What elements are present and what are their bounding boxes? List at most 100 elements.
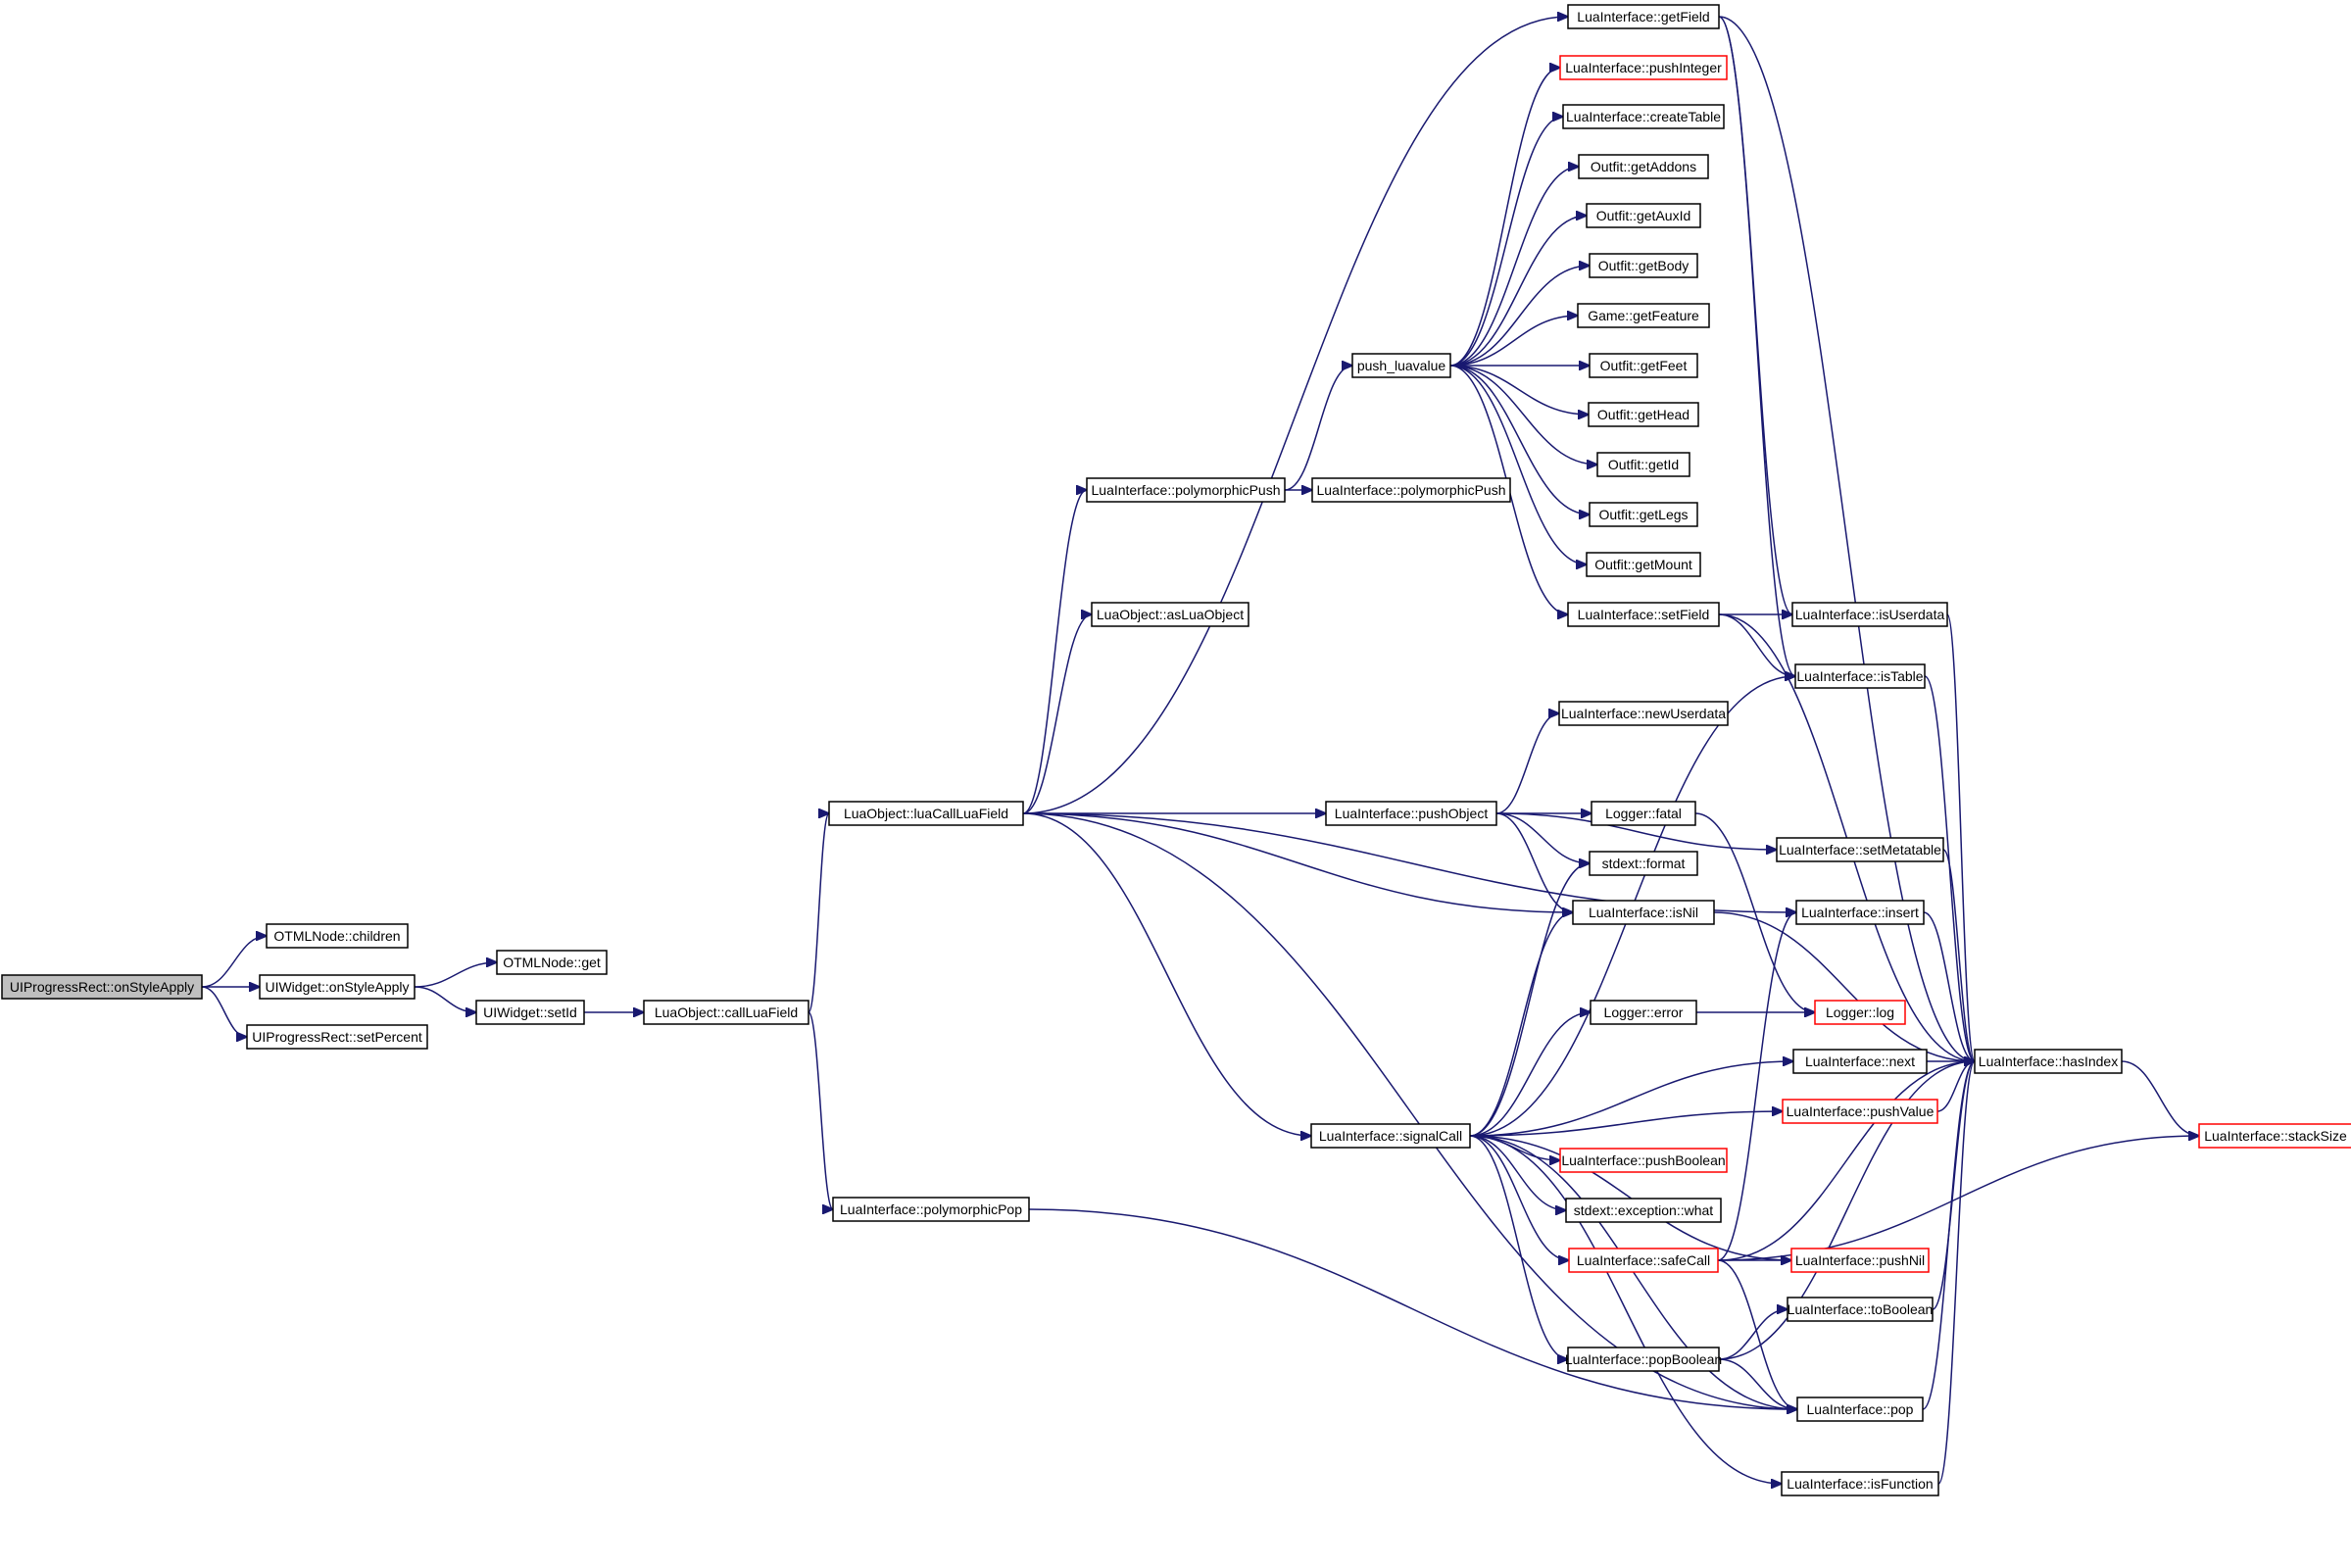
node-luainterface-isnil[interactable]: LuaInterface::isNil bbox=[1572, 900, 1715, 925]
node-outfit-getid[interactable]: Outfit::getId bbox=[1596, 452, 1690, 477]
node-luainterface-stacksize[interactable]: LuaInterface::stackSize bbox=[2198, 1123, 2351, 1149]
edge-n11-to-n28 bbox=[1495, 713, 1559, 814]
node-label: Outfit::getBody bbox=[1598, 258, 1690, 273]
node-uiprogressrect-setpercent[interactable]: UIProgressRect::setPercent bbox=[246, 1024, 428, 1050]
node-uiwidget-onstyleapply[interactable]: UIWidget::onStyleApply bbox=[259, 974, 416, 1000]
node-luainterface-pushboolean[interactable]: LuaInterface::pushBoolean bbox=[1559, 1148, 1728, 1173]
node-box bbox=[1562, 104, 1725, 129]
node-luainterface-isfunction[interactable]: LuaInterface::isFunction bbox=[1781, 1471, 1939, 1496]
node-box bbox=[1814, 1000, 1906, 1025]
node-box bbox=[1589, 851, 1698, 876]
node-otmlnode-children[interactable]: OTMLNode::children bbox=[266, 923, 409, 949]
node-label: OTMLNode::get bbox=[503, 955, 601, 970]
node-luainterface-next[interactable]: LuaInterface::next bbox=[1792, 1049, 1928, 1074]
edge-path bbox=[1469, 1135, 1569, 1260]
node-label: LuaInterface::isNil bbox=[1589, 905, 1698, 920]
node-luainterface-pop[interactable]: LuaInterface::pop bbox=[1796, 1396, 1924, 1422]
node-box bbox=[828, 801, 1024, 826]
node-uiwidget-setid[interactable]: UIWidget::setId bbox=[475, 1000, 585, 1025]
node-box bbox=[1567, 1347, 1720, 1372]
node-box bbox=[1776, 837, 1944, 862]
edge-n7-to-n12 bbox=[1022, 812, 1311, 1136]
node-box bbox=[1559, 55, 1728, 80]
node-label: Logger::error bbox=[1604, 1004, 1684, 1020]
node-logger-log[interactable]: Logger::log bbox=[1814, 1000, 1906, 1025]
node-luainterface-polymorphicpush[interactable]: LuaInterface::polymorphicPush bbox=[1086, 477, 1286, 503]
node-outfit-getaddons[interactable]: Outfit::getAddons bbox=[1578, 154, 1709, 179]
node-label: LuaInterface::polymorphicPop bbox=[840, 1201, 1022, 1217]
edge-n46-to-n48 bbox=[1922, 1061, 1975, 1410]
node-box bbox=[1781, 1471, 1939, 1496]
edge-path bbox=[1469, 1061, 1793, 1137]
node-label: OTMLNode::children bbox=[273, 928, 400, 944]
node-box bbox=[1, 974, 203, 1000]
node-luainterface-pushobject[interactable]: LuaInterface::pushObject bbox=[1325, 801, 1497, 826]
node-game-getfeature[interactable]: Game::getFeature bbox=[1577, 303, 1710, 328]
edge-path bbox=[1718, 1309, 1788, 1360]
node-box bbox=[1588, 402, 1699, 427]
node-outfit-getmount[interactable]: Outfit::getMount bbox=[1586, 552, 1701, 577]
node-luainterface-popboolean[interactable]: LuaInterface::popBoolean bbox=[1565, 1347, 1722, 1372]
node-luainterface-pushnil[interactable]: LuaInterface::pushNil bbox=[1790, 1248, 1930, 1273]
node-luainterface-pushvalue[interactable]: LuaInterface::pushValue bbox=[1782, 1099, 1938, 1124]
node-luainterface-getfield[interactable]: LuaInterface::getField bbox=[1567, 4, 1720, 29]
node-outfit-getlegs[interactable]: Outfit::getLegs bbox=[1589, 502, 1698, 527]
node-label: LuaInterface::setField bbox=[1578, 607, 1710, 622]
edge-n7-to-n15 bbox=[1022, 17, 1568, 814]
node-box bbox=[1565, 1198, 1722, 1223]
node-box bbox=[266, 923, 409, 949]
node-stdext-format[interactable]: stdext::format bbox=[1589, 851, 1698, 876]
node-luaobject-luacallluafield[interactable]: LuaObject::luaCallLuaField bbox=[828, 801, 1024, 826]
node-stdext-exception-what[interactable]: stdext::exception::what bbox=[1565, 1198, 1722, 1223]
edge-n11-to-n31 bbox=[1495, 812, 1573, 912]
edge-path bbox=[1022, 812, 1573, 912]
node-luainterface-pushinteger[interactable]: LuaInterface::pushInteger bbox=[1559, 55, 1728, 80]
edge-path bbox=[808, 1011, 833, 1209]
node-outfit-gethead[interactable]: Outfit::getHead bbox=[1588, 402, 1699, 427]
node-luainterface-safecall[interactable]: LuaInterface::safeCall bbox=[1568, 1248, 1719, 1273]
node-luainterface-hasindex[interactable]: LuaInterface::hasIndex bbox=[1974, 1049, 2123, 1074]
node-luainterface-signalcall[interactable]: LuaInterface::signalCall bbox=[1310, 1123, 1471, 1149]
edge-path bbox=[1449, 167, 1579, 367]
edge-n6-to-n7 bbox=[808, 813, 829, 1013]
node-luainterface-isuserdata[interactable]: LuaInterface::isUserdata bbox=[1791, 602, 1948, 627]
node-outfit-getbody[interactable]: Outfit::getBody bbox=[1589, 253, 1698, 278]
node-label: UIWidget::setId bbox=[483, 1004, 577, 1020]
node-luainterface-insert[interactable]: LuaInterface::insert bbox=[1795, 900, 1925, 925]
node-luaobject-callluafield[interactable]: LuaObject::callLuaField bbox=[643, 1000, 809, 1025]
node-box bbox=[496, 950, 608, 975]
edge-path bbox=[1495, 812, 1777, 850]
edge-path bbox=[808, 813, 829, 1013]
node-uiprogressrect-onstyleapply[interactable]: UIProgressRect::onStyleApply bbox=[1, 974, 203, 1000]
node-luainterface-createtable[interactable]: LuaInterface::createTable bbox=[1562, 104, 1725, 129]
edge-n13-to-n16 bbox=[1449, 68, 1560, 367]
node-push-luavalue[interactable]: push_luavalue bbox=[1351, 353, 1451, 378]
edge-path bbox=[1449, 365, 1597, 465]
node-luainterface-toboolean[interactable]: LuaInterface::toBoolean bbox=[1787, 1297, 1934, 1322]
edge-layer bbox=[201, 17, 2199, 1484]
edge-path bbox=[201, 986, 247, 1037]
edge-path bbox=[1469, 1135, 1566, 1210]
node-luainterface-setmetatable[interactable]: LuaInterface::setMetatable bbox=[1776, 837, 1944, 862]
node-box bbox=[1091, 602, 1249, 627]
edge-path bbox=[1449, 365, 1587, 564]
node-luainterface-newuserdata[interactable]: LuaInterface::newUserdata bbox=[1558, 701, 1729, 726]
node-label: LuaInterface::pushInteger bbox=[1565, 60, 1722, 75]
node-luaobject-asluaobject[interactable]: LuaObject::asLuaObject bbox=[1091, 602, 1249, 627]
node-luainterface-polymorphicpush[interactable]: LuaInterface::polymorphicPush bbox=[1311, 477, 1511, 503]
node-luainterface-polymorphicpop[interactable]: LuaInterface::polymorphicPop bbox=[832, 1197, 1030, 1222]
node-label: LuaInterface::isTable bbox=[1796, 668, 1923, 684]
node-label: Outfit::getHead bbox=[1597, 407, 1690, 422]
node-box bbox=[1559, 1148, 1728, 1173]
node-box bbox=[832, 1197, 1030, 1222]
node-outfit-getauxid[interactable]: Outfit::getAuxId bbox=[1586, 203, 1701, 228]
edge-path bbox=[1469, 1135, 1782, 1484]
node-otmlnode-get[interactable]: OTMLNode::get bbox=[496, 950, 608, 975]
node-logger-fatal[interactable]: Logger::fatal bbox=[1591, 801, 1696, 826]
node-label: Outfit::getAddons bbox=[1591, 159, 1696, 174]
node-luainterface-istable[interactable]: LuaInterface::isTable bbox=[1794, 663, 1926, 689]
node-outfit-getfeet[interactable]: Outfit::getFeet bbox=[1589, 353, 1698, 378]
node-luainterface-setfield[interactable]: LuaInterface::setField bbox=[1567, 602, 1720, 627]
node-logger-error[interactable]: Logger::error bbox=[1590, 1000, 1697, 1025]
edge-n13-to-n23 bbox=[1449, 365, 1589, 415]
